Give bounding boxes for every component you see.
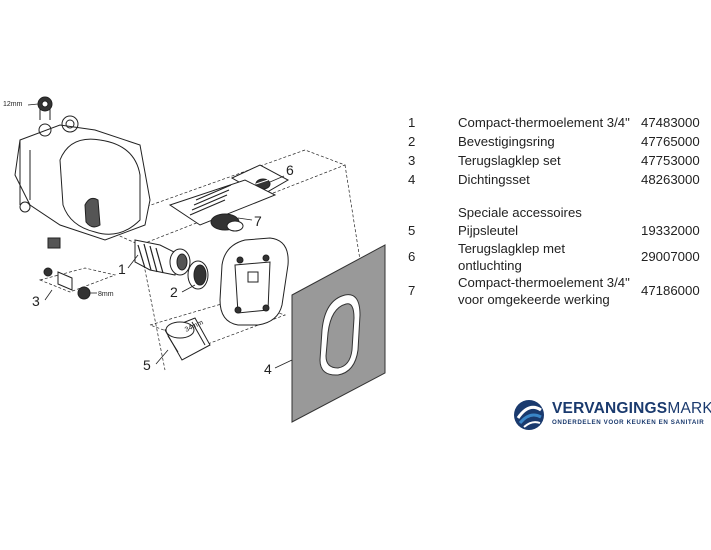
part-description: Compact-thermoelement 3/4" voor omgekeer… xyxy=(458,274,648,308)
parts-row: 4 Dichtingsset 48263000 xyxy=(380,171,710,205)
part-description: Terugslagklep met ontluchting xyxy=(458,240,648,274)
callout-7: 7 xyxy=(254,213,262,229)
parts-row: 6 Terugslagklep met ontluchting 29007000 xyxy=(380,240,710,274)
part-code: 29007000 xyxy=(641,249,700,264)
brand-logo: VERVANGINGSMARKT ONDERDELEN VOOR KEUKEN … xyxy=(512,398,711,438)
part-number: 7 xyxy=(408,283,416,298)
leader-lines xyxy=(27,103,293,369)
part-number: 1 xyxy=(408,115,416,130)
part-3-check-valve-set xyxy=(43,267,91,300)
valve-body xyxy=(14,96,151,249)
parts-row: 5 Pijpsleutel 19332000 xyxy=(380,222,710,256)
part-code: 47765000 xyxy=(641,134,700,149)
callout-4: 4 xyxy=(264,361,272,377)
part-number: 4 xyxy=(408,172,416,187)
part-description-line: voor omgekeerde werking xyxy=(458,292,610,307)
logo-name-part2: MARKT xyxy=(667,400,711,417)
callout-5: 5 xyxy=(143,357,151,373)
dimension-8mm: 8mm xyxy=(98,291,114,298)
part-code: 47753000 xyxy=(641,153,700,168)
accessories-heading: Speciale accessoires xyxy=(458,205,582,220)
parts-row: 7 Compact-thermoelement 3/4" voor omgeke… xyxy=(380,274,710,308)
wall-plate xyxy=(219,237,289,326)
part-4-sealing-set xyxy=(291,244,386,423)
part-5-pipe-wrench xyxy=(164,317,211,361)
part-description: Compact-thermoelement 3/4" xyxy=(458,115,630,130)
parts-row: 3 Terugslagklep set 47753000 xyxy=(380,152,710,186)
part-description-line: Terugslagklep met xyxy=(458,241,566,256)
parts-row: 2 Bevestigingsring 47765000 xyxy=(380,133,710,167)
part-number: 6 xyxy=(408,249,416,264)
part-7-thermoelement-reverse xyxy=(168,179,277,232)
part-number: 5 xyxy=(408,223,416,238)
part-code: 47483000 xyxy=(641,115,700,130)
part-2-fixing-ring xyxy=(187,260,209,290)
part-description-line: ontluchting xyxy=(458,258,522,273)
part-code: 47186000 xyxy=(641,283,700,298)
part-code: 48263000 xyxy=(641,172,700,187)
callout-1: 1 xyxy=(118,261,126,277)
part-description: Terugslagklep set xyxy=(458,153,561,168)
dimension-12mm: 12mm xyxy=(3,101,23,108)
logo-tagline: ONDERDELEN VOOR KEUKEN EN SANITAIR xyxy=(552,419,705,426)
callout-3: 3 xyxy=(32,293,40,309)
part-description: Bevestigingsring xyxy=(458,134,555,149)
parts-row: 1 Compact-thermoelement 3/4" 47483000 xyxy=(380,114,710,148)
part-1-thermoelement xyxy=(134,239,191,276)
part-description: Pijpsleutel xyxy=(458,223,519,238)
callout-6: 6 xyxy=(286,162,294,178)
logo-emblem-icon xyxy=(514,400,544,430)
part-number: 2 xyxy=(408,134,416,149)
logo-name: VERVANGINGSMARKT xyxy=(552,400,711,418)
logo-name-part1: VERVANGINGS xyxy=(552,400,668,417)
part-code: 19332000 xyxy=(641,223,700,238)
part-description-line: Compact-thermoelement 3/4" xyxy=(458,275,630,290)
callout-2: 2 xyxy=(170,284,178,300)
part-6-check-valve xyxy=(230,164,290,196)
part-description: Dichtingsset xyxy=(458,172,530,187)
part-number: 3 xyxy=(408,153,416,168)
